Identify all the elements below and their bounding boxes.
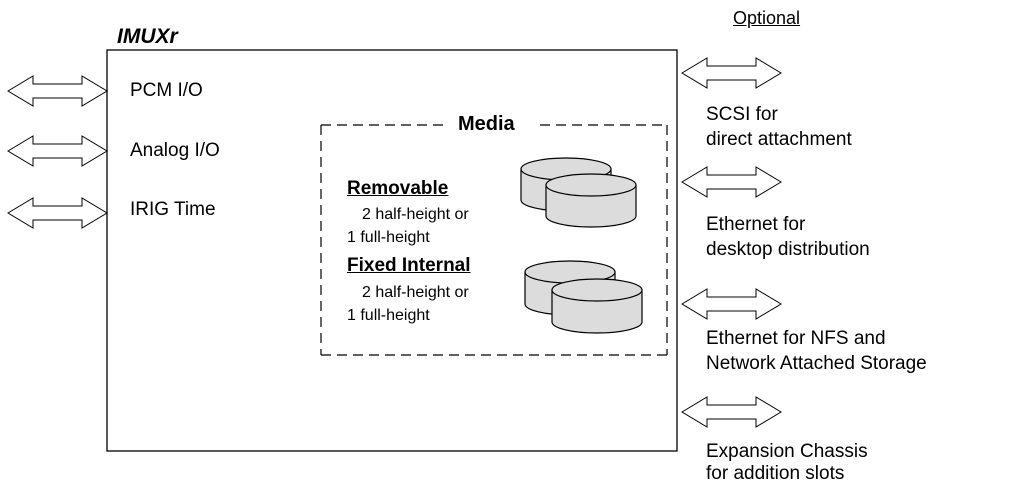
removable-line1: 2 half-height or xyxy=(362,206,469,223)
media-box xyxy=(320,124,668,356)
removable-disk-icon xyxy=(520,157,637,228)
optional-item-scsi: SCSI for direct attachment xyxy=(706,102,852,152)
left-arrow-analog xyxy=(7,135,108,167)
input-label-analog: Analog I/O xyxy=(130,140,220,161)
left-arrow-pcm xyxy=(7,75,108,107)
right-arrow-ethernet-desktop xyxy=(681,166,782,198)
optional-item-scsi-line1: SCSI for xyxy=(706,104,778,125)
right-arrow-ethernet-nfs xyxy=(681,288,782,320)
optional-heading: Optional xyxy=(733,8,801,28)
removable-heading: Removable xyxy=(347,178,449,199)
imuxr-box xyxy=(106,49,678,452)
optional-item-scsi-line2: direct attachment xyxy=(706,129,852,150)
optional-item-expansion-line1: Expansion Chassis xyxy=(706,441,868,462)
device-title: IMUXr xyxy=(117,25,178,48)
optional-item-ethernet-nfs: Ethernet for NFS and Network Attached St… xyxy=(706,326,927,376)
removable-line2: 1 full-height xyxy=(347,229,430,246)
fixed-disk-icon xyxy=(524,260,643,334)
fixed-heading: Fixed Internal xyxy=(347,255,471,276)
right-arrow-expansion xyxy=(681,396,782,428)
optional-item-expansion: Expansion Chassis for addition slots xyxy=(706,441,868,485)
optional-item-ethernet-nfs-line1: Ethernet for NFS and xyxy=(706,328,886,349)
input-label-irig: IRIG Time xyxy=(130,199,216,220)
left-arrow-irig xyxy=(7,197,108,229)
optional-item-ethernet-desktop-line2: desktop distribution xyxy=(706,239,870,260)
optional-item-expansion-line2: for addition slots xyxy=(706,463,845,484)
fixed-line1: 2 half-height or xyxy=(362,284,469,301)
optional-item-ethernet-desktop: Ethernet for desktop distribution xyxy=(706,212,870,262)
input-label-pcm: PCM I/O xyxy=(130,80,203,101)
optional-item-ethernet-nfs-line2: Network Attached Storage xyxy=(706,353,927,374)
optional-item-ethernet-desktop-line1: Ethernet for xyxy=(706,214,806,235)
right-arrow-scsi xyxy=(681,57,782,89)
media-title: Media xyxy=(458,113,515,135)
fixed-line2: 1 full-height xyxy=(347,307,430,324)
